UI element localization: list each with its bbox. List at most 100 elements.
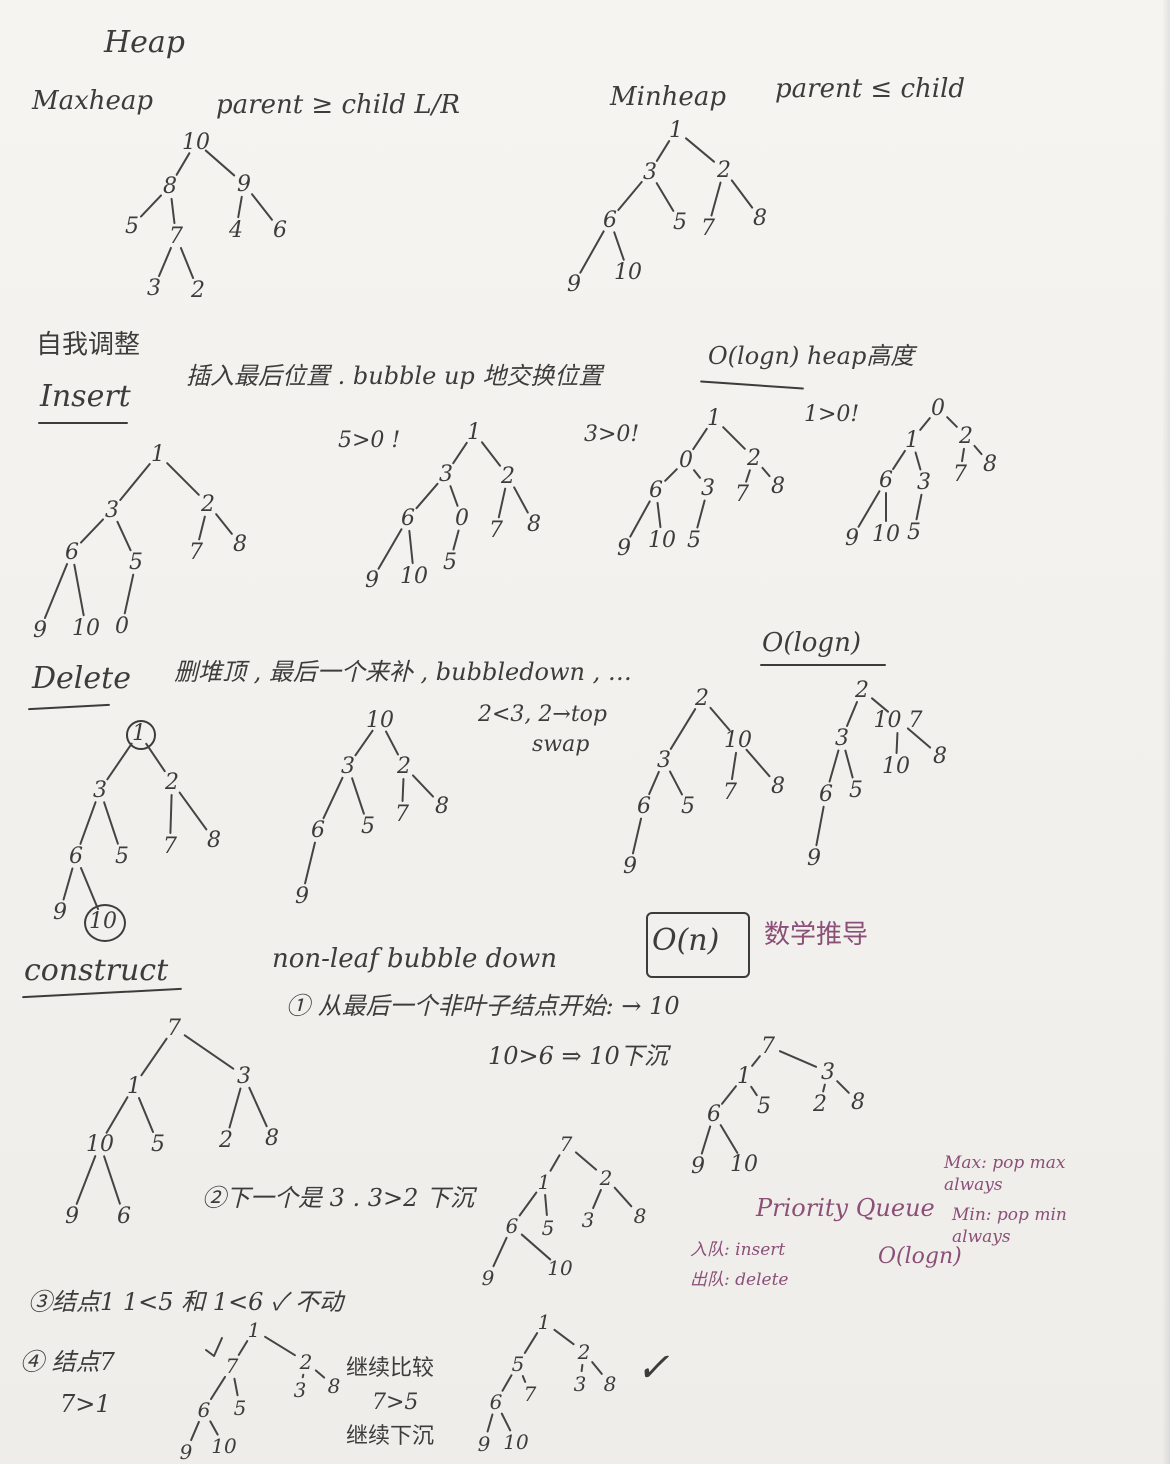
continue-compare-value: 7>5 — [372, 1390, 419, 1415]
tree-node: 9 — [617, 536, 631, 561]
tree-edge — [140, 1037, 168, 1077]
tree-edge — [521, 1375, 527, 1383]
tree-node: 5 — [673, 210, 687, 235]
tree-node: 1 — [538, 1310, 551, 1334]
construct-step-4: ④ 结点7 — [20, 1348, 115, 1376]
tree-node: 2 — [812, 1092, 827, 1117]
tree-edge — [700, 1125, 712, 1155]
tree-node: 3 — [657, 748, 671, 773]
tree-node: 1 — [132, 721, 146, 746]
tree-edge — [209, 1375, 227, 1401]
tree-edge — [592, 1188, 602, 1210]
tree-node: 10 — [547, 1256, 573, 1280]
tree-node: 5 — [757, 1094, 771, 1119]
tree-node: 7 — [761, 1034, 775, 1059]
tree-edge — [79, 518, 105, 544]
tree-node: 5 — [907, 520, 921, 545]
tree-edge — [233, 1377, 239, 1397]
insert-complexity: O(logn) heap高度 — [708, 342, 915, 370]
tree-node: 10 — [503, 1430, 529, 1454]
tree-node: 8 — [233, 532, 247, 557]
tree-node: 10 7 — [874, 708, 923, 733]
tree-node: 8 — [634, 1204, 647, 1228]
tree-node: 5 — [151, 1132, 165, 1157]
tree-node: 6 — [311, 818, 325, 843]
tree-edge — [486, 1413, 494, 1433]
tree-node: 5 — [125, 214, 139, 239]
tree-edge — [656, 501, 662, 529]
tree-edge — [377, 528, 403, 570]
tree-node: 1 — [151, 442, 165, 467]
last-node-circle — [84, 904, 126, 942]
tree-edge — [385, 730, 399, 756]
tree-edge — [870, 697, 890, 713]
tree-edge — [170, 197, 176, 225]
tree-node: 9 — [478, 1432, 491, 1456]
tree-node: 9 — [295, 884, 309, 909]
tree-node: 6 — [69, 844, 83, 869]
tree-node: 6 — [65, 540, 79, 565]
tree-edge — [730, 751, 738, 781]
tree-node: 9 — [567, 272, 581, 297]
tree-node: 10 — [730, 1152, 758, 1177]
tree-node: 10 — [89, 909, 117, 934]
tree-node: 3 — [643, 160, 657, 185]
tree-node: 3 — [341, 754, 355, 779]
tree-node: 10 — [211, 1434, 237, 1458]
tree-node: 5 — [681, 794, 695, 819]
tree-node: 2 — [854, 678, 869, 703]
delete-complexity-underline — [760, 664, 886, 666]
tree-edge — [553, 1328, 575, 1346]
tree-node: 0 — [679, 448, 693, 473]
construct-step-4b: 7>1 — [60, 1390, 111, 1418]
tree-node: 1 — [248, 1318, 261, 1342]
tree-edge — [710, 181, 722, 217]
continue-compare-note: 继续比较 — [346, 1356, 435, 1381]
tree-node: 9 — [180, 1440, 193, 1464]
tree-edge — [745, 469, 751, 483]
tree-node: 6 — [879, 468, 893, 493]
tree-edge — [693, 469, 701, 479]
tree-edge — [696, 499, 706, 529]
priority-queue-enqueue: 入队: insert — [690, 1240, 786, 1260]
tree-edge — [452, 441, 468, 465]
tree-node: 1 — [707, 406, 721, 431]
tree-node: 6 — [198, 1398, 211, 1422]
tree-node: 6 — [506, 1214, 519, 1238]
tree-node: 9 — [65, 1204, 79, 1229]
priority-queue-label: Priority Queue — [756, 1194, 935, 1222]
insert-note-2: 3>0! — [584, 422, 640, 447]
tree-edge — [513, 486, 529, 514]
delete-swap-word: swap — [532, 732, 590, 757]
tree-edge — [895, 731, 899, 755]
tree-edge — [719, 1124, 739, 1154]
tree-node: 10 — [366, 708, 394, 733]
tree-edge — [411, 774, 435, 798]
tree-node: 8 — [983, 452, 997, 477]
tree-edge — [914, 451, 922, 471]
tree-node: 6 — [637, 794, 651, 819]
tree-edge — [815, 805, 825, 847]
delete-swap-note: 2<3, 2→top — [478, 702, 608, 727]
tree-edge — [669, 770, 683, 796]
priority-queue-complexity: O(logn) — [878, 1244, 962, 1269]
tree-edge — [480, 441, 502, 467]
tree-edge — [778, 1050, 818, 1068]
tree-edge — [892, 449, 906, 471]
tree-node: 1 — [669, 118, 683, 143]
tree-node: 10 — [182, 130, 210, 155]
tree-edge — [836, 1080, 850, 1094]
tree-edge — [103, 1155, 121, 1205]
tree-edge — [692, 427, 708, 451]
tree-edge — [116, 520, 132, 552]
tree-edge — [722, 426, 746, 450]
tree-node: 3 — [294, 1378, 307, 1402]
tree-node: 8 — [328, 1374, 341, 1398]
tree-node: 7 — [560, 1132, 573, 1156]
tree-node: 8 — [604, 1372, 617, 1396]
